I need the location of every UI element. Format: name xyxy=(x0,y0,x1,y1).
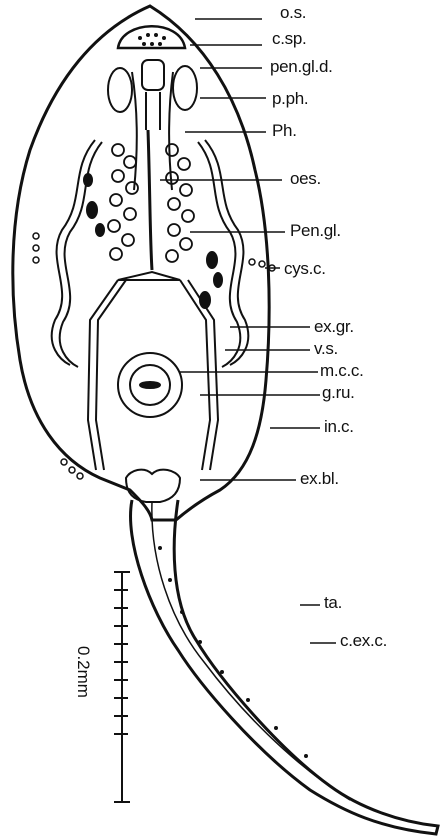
label-penetration-glands: Pen.gl. xyxy=(290,222,341,240)
oral-sucker-spines xyxy=(138,33,166,46)
body-outline xyxy=(13,6,269,520)
excretory-bladder xyxy=(126,470,180,502)
caudal-excretory-canal xyxy=(152,502,350,800)
label-cystogenous-cells: cys.c. xyxy=(284,260,326,278)
tail-outline xyxy=(131,500,438,834)
label-oesophagus: oes. xyxy=(290,170,321,188)
label-intestinal-caecum: in.c. xyxy=(324,418,354,436)
dark-granules xyxy=(83,173,223,309)
label-prepharynx: p.ph. xyxy=(272,90,308,108)
scale-bar-label: 0.2mm xyxy=(73,646,93,698)
label-tail: ta. xyxy=(324,594,342,612)
cystogenous-cells xyxy=(33,233,275,479)
excretory-ducts xyxy=(88,272,218,470)
label-oral-sucker: o.s. xyxy=(280,4,306,22)
label-excretory-bladder: ex.bl. xyxy=(300,470,339,488)
label-excretory-granules: ex.gr. xyxy=(314,318,354,336)
oesophagus xyxy=(148,130,152,270)
label-pharynx: Ph. xyxy=(272,122,297,140)
label-penetration-gland-ducts: pen.gl.d. xyxy=(270,58,333,76)
label-main-collecting-canal: m.c.c. xyxy=(320,362,364,380)
ventral-sucker xyxy=(118,353,182,417)
label-genital-rudiment: g.ru. xyxy=(322,384,355,402)
label-cercarial-spines: c.sp. xyxy=(272,30,306,48)
scale-bar xyxy=(114,572,130,802)
pharynx xyxy=(142,60,164,130)
label-ventral-sucker: v.s. xyxy=(314,340,338,358)
label-caudal-excretory-canal: c.ex.c. xyxy=(340,632,387,650)
